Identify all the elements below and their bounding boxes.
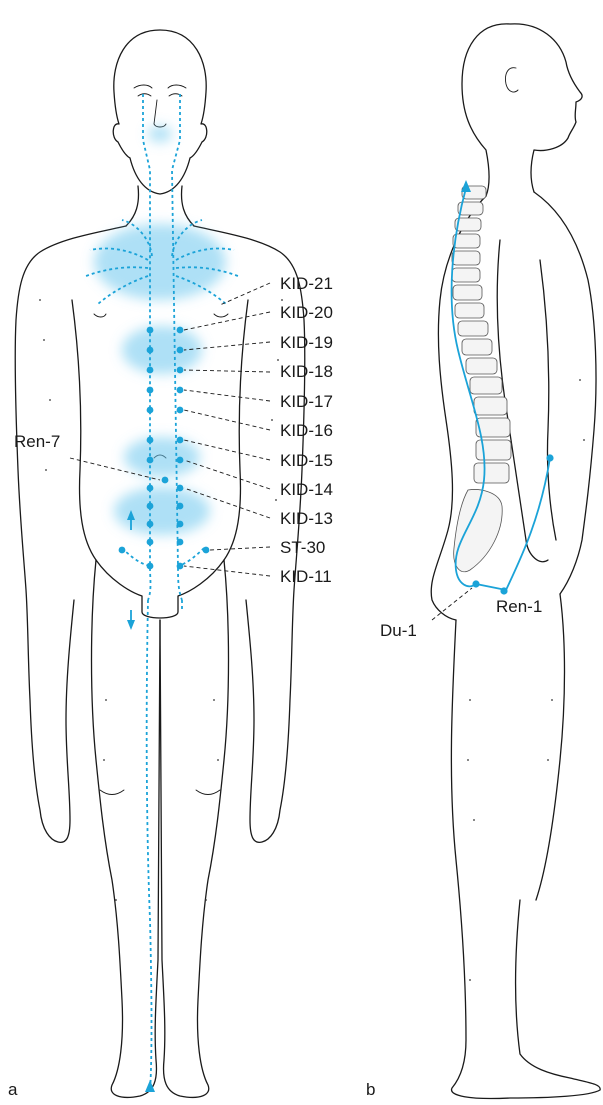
label-kid-20: KID-20 bbox=[280, 303, 333, 322]
side-leaders bbox=[432, 588, 472, 620]
front-glow-regions bbox=[94, 126, 226, 535]
glow-chest bbox=[94, 224, 226, 300]
glow-lower-abdomen bbox=[114, 487, 210, 535]
label-ren-7: Ren-7 bbox=[14, 432, 60, 451]
front-labels: KID-21 KID-20 KID-19 KID-18 KID-17 KID-1… bbox=[14, 274, 333, 586]
label-kid-11: KID-11 bbox=[280, 567, 332, 586]
panel-a-label: a bbox=[8, 1080, 18, 1099]
label-kid-19: KID-19 bbox=[280, 333, 333, 352]
glow-lips bbox=[148, 126, 172, 142]
label-st-30: ST-30 bbox=[280, 538, 325, 557]
label-ren-1: Ren-1 bbox=[496, 597, 542, 616]
label-kid-17: KID-17 bbox=[280, 392, 333, 411]
front-figure bbox=[15, 30, 305, 1097]
label-kid-14: KID-14 bbox=[280, 480, 333, 499]
label-kid-16: KID-16 bbox=[280, 421, 333, 440]
glow-upper-abdomen bbox=[122, 326, 202, 374]
label-du-1: Du-1 bbox=[380, 621, 417, 640]
panel-b-label: b bbox=[366, 1080, 375, 1099]
label-kid-13: KID-13 bbox=[280, 509, 333, 528]
label-kid-15: KID-15 bbox=[280, 451, 333, 470]
glow-navel bbox=[124, 437, 200, 477]
side-labels: Du-1 Ren-1 bbox=[380, 597, 542, 640]
label-kid-21: KID-21 bbox=[280, 274, 333, 293]
label-kid-18: KID-18 bbox=[280, 362, 333, 381]
